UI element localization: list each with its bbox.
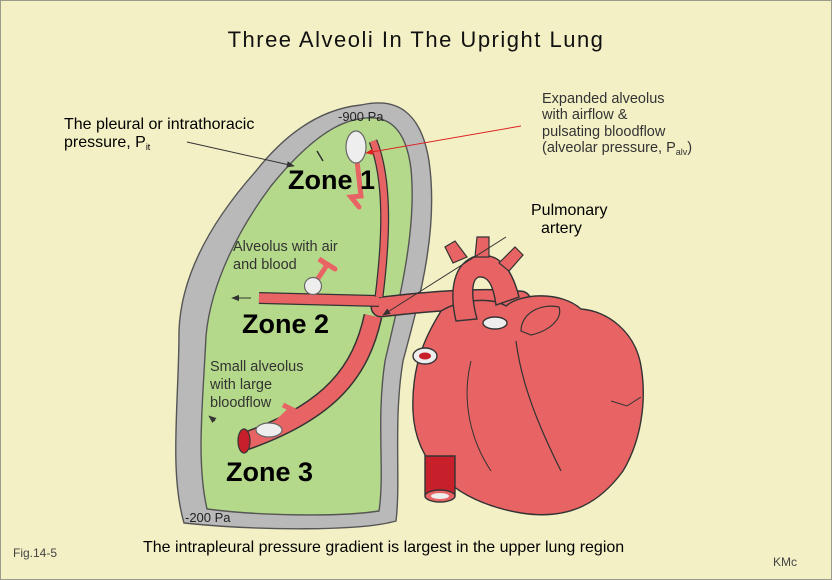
expanded-alveolus [345,130,367,164]
zone-2-label: Zone 2 [242,309,330,339]
heart-apex-notch [610,396,642,407]
aorta-branch-3 [498,246,524,272]
pulmonary-artery-label: Pulmonary artery [531,202,608,238]
small-alveolus [255,422,283,438]
bottom-pressure-value: -200 Pa [185,510,231,525]
middle-alveolus [303,276,323,296]
expanded-pointer [365,125,522,155]
zone-3-label: Zone 3 [226,457,314,487]
lung-tissue [200,117,413,516]
figure-title: Three Alveoli In The Upright Lung [227,27,605,52]
aorta-branch-1 [444,240,468,264]
heart-groove-2 [466,360,492,472]
zone3-flow-arrow [208,415,217,424]
expanded-alveolus-label: Expanded alveolus with airflow & pulsati… [542,91,693,158]
aorta-arch [452,254,520,322]
zone3-capillary [268,402,302,431]
heart-groove [515,340,562,472]
author-credit: KMc [773,555,797,569]
pulmonary-vein-opening [482,316,508,330]
figure-number: Fig.14-5 [13,546,58,560]
zone2-capillary [312,256,338,286]
middle-alveolus-label: Alveolus with air and blood [233,239,338,274]
heart-body [412,295,644,516]
pleural-label-line2: pressure, Pit [64,134,151,153]
small-alveolus-label: Small alveolus with large bloodflow [210,359,304,412]
aorta-branch-2 [474,236,490,258]
pulmonary-trunk-top [520,305,561,336]
pulmonary-pointer [382,236,507,316]
zone-1-label: Zone 1 [288,165,376,195]
top-pressure-value: -900 Pa [338,109,384,124]
pleural-pressure-label: The pleural or intrathoracic pressure, P… [64,116,254,153]
pleural-pointer [186,141,295,168]
figure-caption: The intrapleural pressure gradient is la… [143,539,625,556]
pleural-label-line1: The pleural or intrathoracic [64,116,255,133]
zone3-vessel-opening [237,428,251,454]
zone1-capillary [346,158,364,210]
pleural-marker [316,150,324,162]
